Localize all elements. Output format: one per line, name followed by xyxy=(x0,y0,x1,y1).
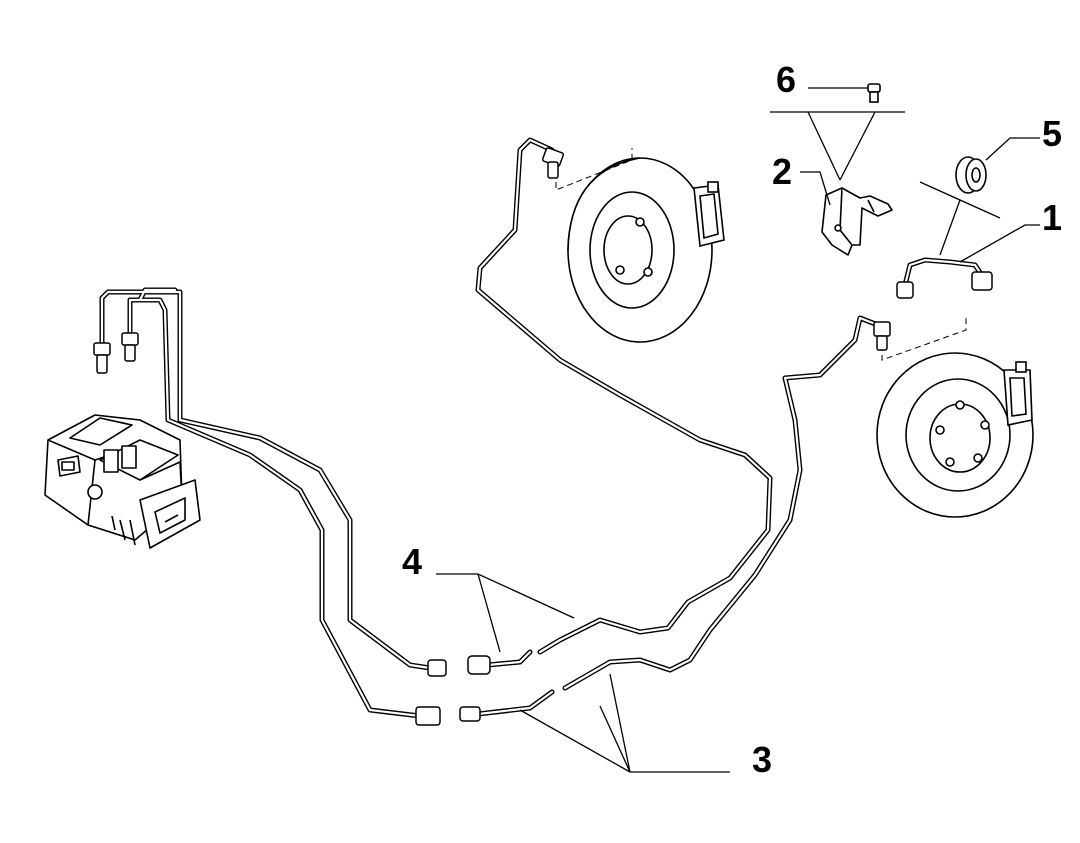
brake-pipe-lower xyxy=(562,315,881,691)
leader-lines xyxy=(436,87,1040,773)
brake-caliper-lower xyxy=(1003,361,1033,426)
guide-line-lower-disc xyxy=(881,318,967,361)
callout-2: 2 xyxy=(772,151,793,192)
callout-3: 3 xyxy=(752,739,773,780)
upper-pipe-fitting xyxy=(541,147,565,179)
brake-pipe-upper xyxy=(475,137,773,655)
grommet[interactable] xyxy=(955,156,987,194)
hose-bracket[interactable] xyxy=(821,187,893,256)
brake-caliper-upper xyxy=(693,181,725,247)
lower-pipe-fitting xyxy=(873,321,891,351)
bolt[interactable] xyxy=(867,83,881,103)
brake-disc-upper xyxy=(567,157,713,343)
abs-hydraulic-unit xyxy=(44,414,201,549)
callout-6: 6 xyxy=(776,59,797,100)
abs-pipe-fittings xyxy=(93,332,447,726)
brake-hose[interactable] xyxy=(896,257,993,299)
callout-4: 4 xyxy=(402,541,423,582)
brake-disc-lower xyxy=(876,352,1034,518)
callout-5: 5 xyxy=(1042,113,1063,154)
guide-line-upper-disc xyxy=(555,148,633,191)
callout-1: 1 xyxy=(1042,197,1063,238)
abs-pipes xyxy=(99,287,433,719)
connector-pipe-4[interactable] xyxy=(467,649,533,675)
connector-pipe-3[interactable] xyxy=(459,689,555,722)
